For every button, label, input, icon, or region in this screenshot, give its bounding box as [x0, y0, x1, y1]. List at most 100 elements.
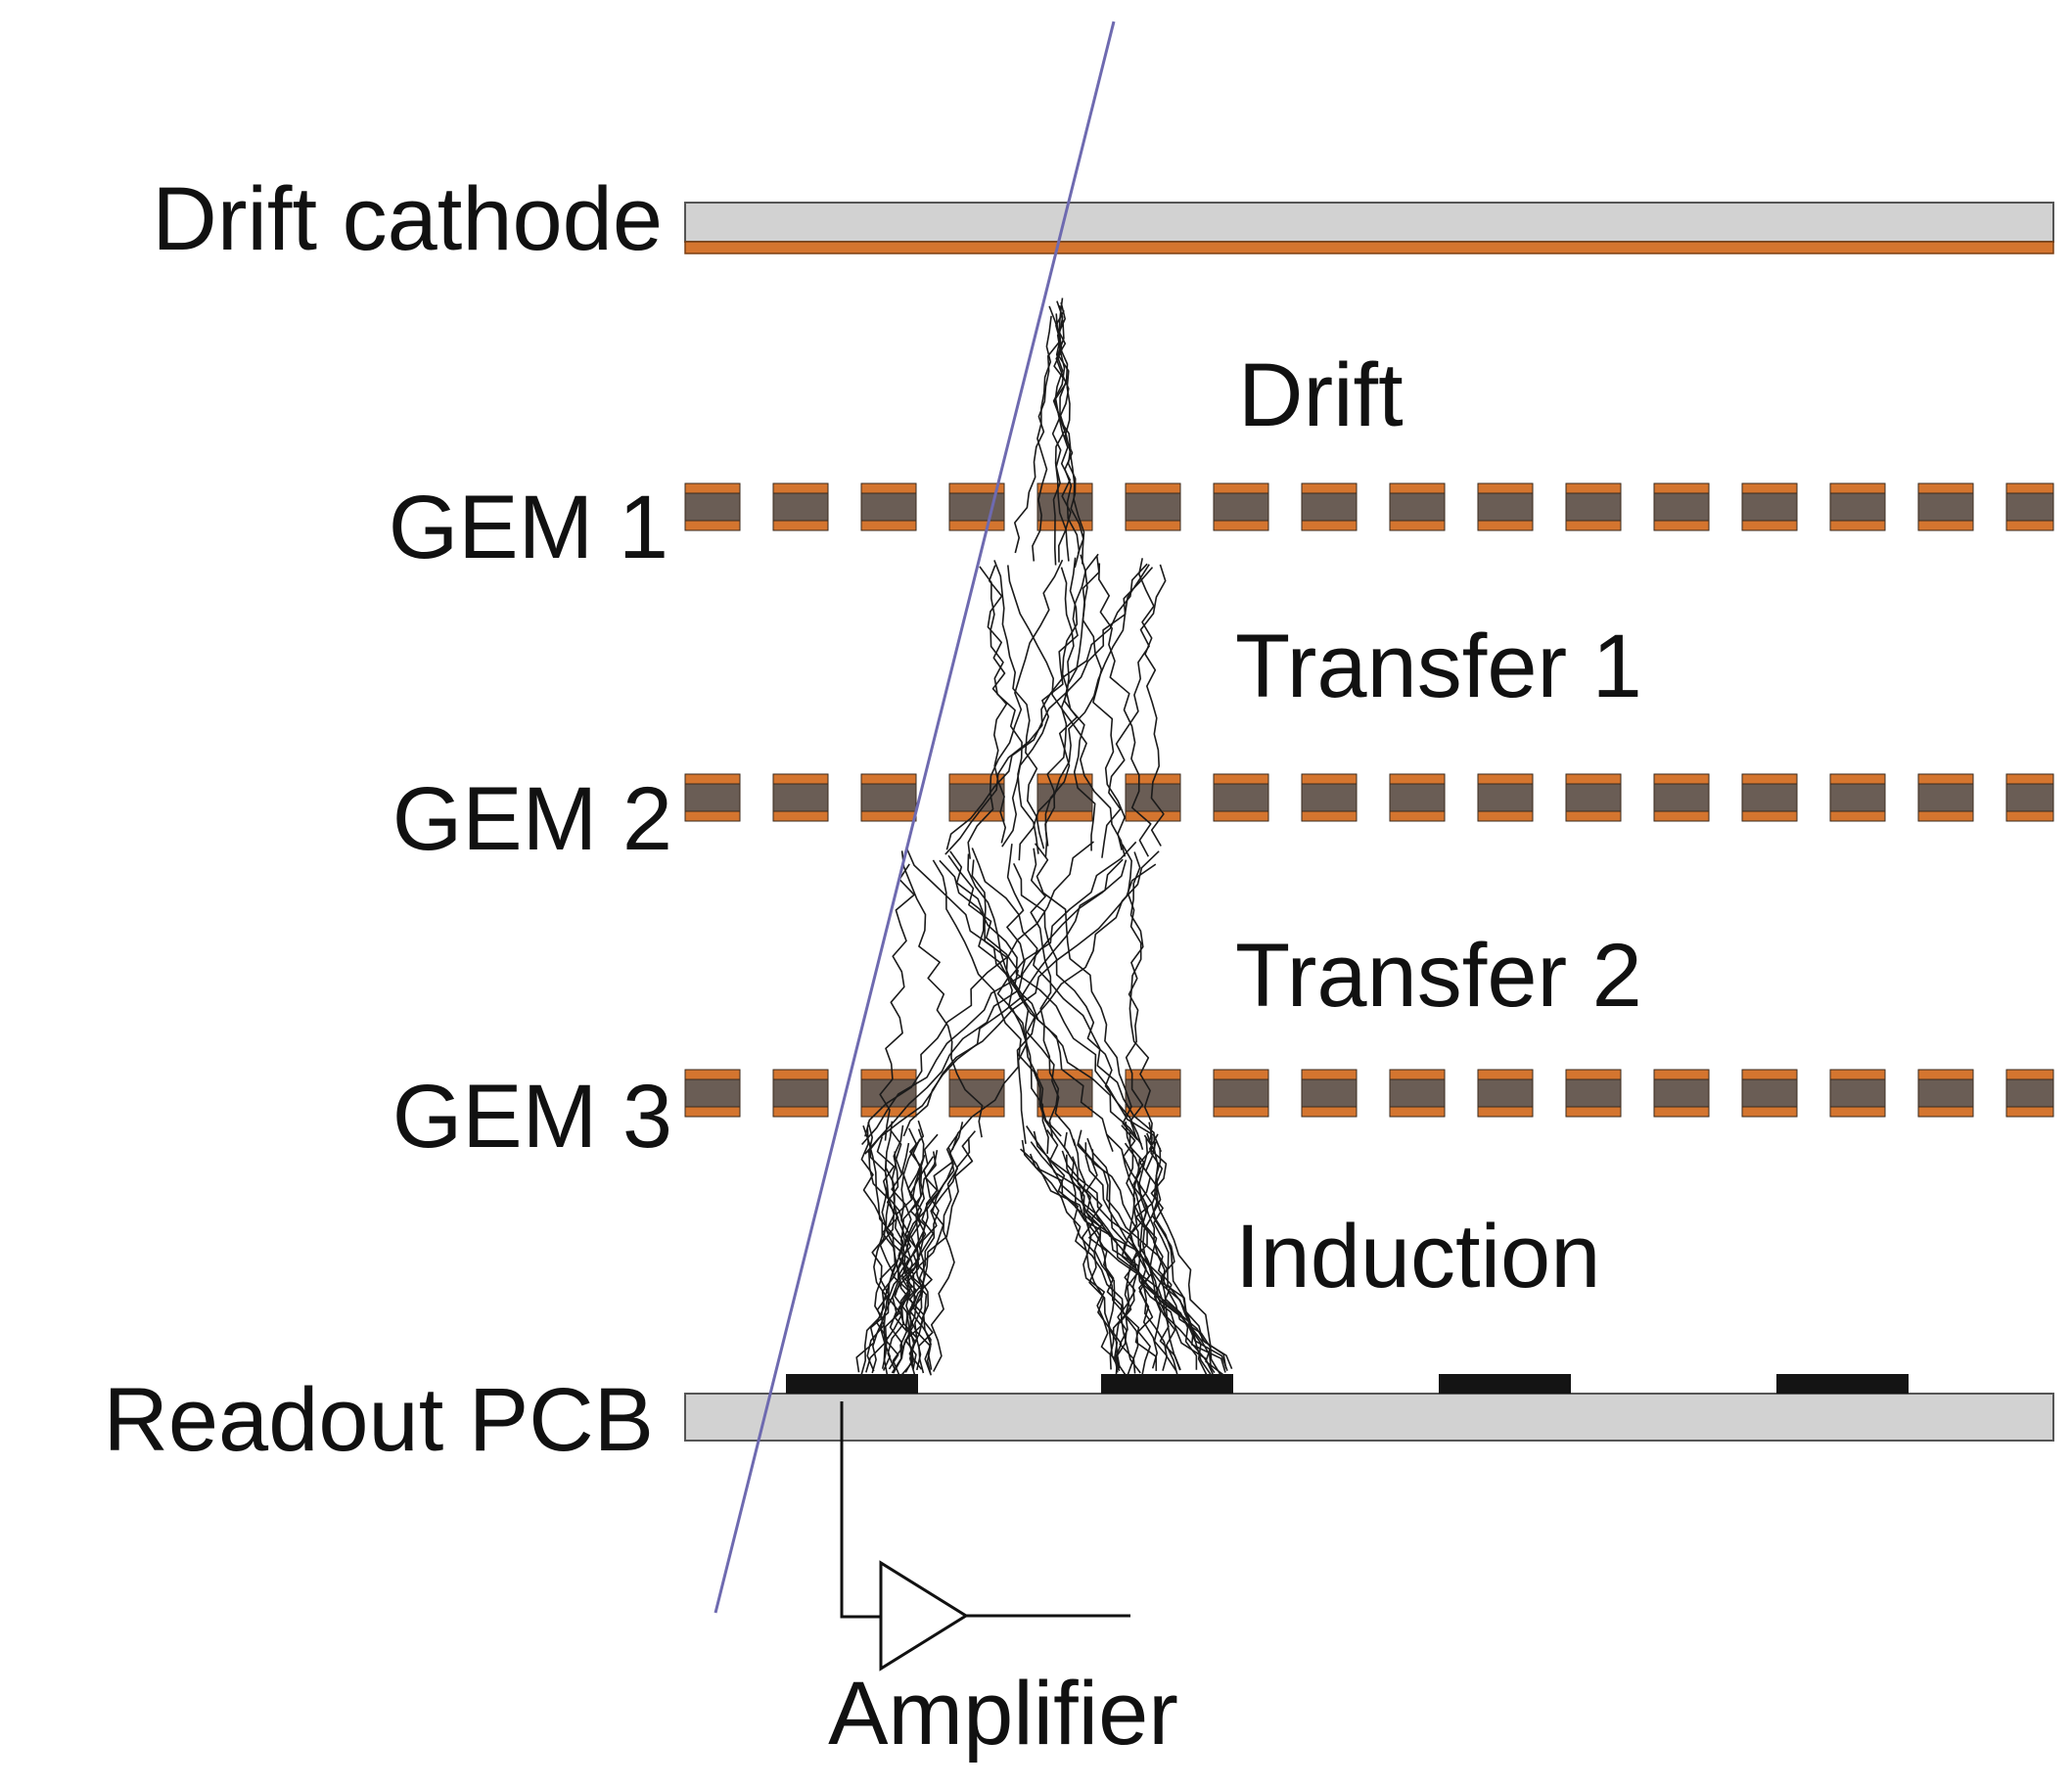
gem-3-segment — [684, 1069, 741, 1118]
gem-2-segment — [1477, 773, 1534, 822]
gem-3-segment — [1125, 1069, 1181, 1118]
gem-1-segment — [1565, 482, 1622, 531]
electron-track — [1014, 309, 1065, 554]
gem-2-segment — [1213, 773, 1269, 822]
label-transfer-2: Transfer 2 — [1235, 926, 1642, 1026]
electron-track — [1148, 1122, 1181, 1371]
gem-1-segment — [1389, 482, 1446, 531]
electron-track — [971, 848, 1156, 1150]
electron-track — [884, 1142, 913, 1370]
gem-2-segment — [860, 773, 917, 822]
electron-track — [900, 850, 984, 1138]
electron-track — [862, 1125, 916, 1375]
gem-1-segment — [1829, 482, 1886, 531]
readout-pcb — [684, 1393, 2054, 1442]
electron-track — [909, 1120, 926, 1371]
electron-track — [1084, 1142, 1177, 1371]
readout-pads — [786, 1374, 1909, 1394]
electron-track — [987, 565, 1008, 844]
electron-track — [1029, 1153, 1233, 1370]
particle-track — [714, 21, 1116, 1614]
electron-track — [1121, 1124, 1208, 1375]
gem-1-segment — [1125, 482, 1181, 531]
gem-1-segment — [1477, 482, 1534, 531]
label-transfer-1: Transfer 1 — [1235, 617, 1642, 716]
electron-track — [889, 1127, 917, 1374]
gem-2-segment — [772, 773, 829, 822]
gem-3-segment — [772, 1069, 829, 1118]
gem-3-segment — [1036, 1069, 1093, 1118]
electron-track — [979, 566, 1039, 854]
electron-track — [882, 1147, 954, 1371]
gem-1-segment — [1741, 482, 1798, 531]
gem-1-segment — [1213, 482, 1269, 531]
electron-track — [1125, 851, 1144, 1137]
gem-1-segment — [860, 482, 917, 531]
gem-foil-3 — [684, 1069, 2054, 1118]
readout-pad — [786, 1374, 918, 1394]
electron-track — [1020, 1148, 1226, 1373]
gem-2-segment — [2005, 773, 2054, 822]
label-drift-cathode: Drift cathode — [152, 169, 663, 269]
electron-track — [1115, 1158, 1141, 1371]
electron-track — [865, 1137, 971, 1373]
electron-track — [947, 854, 1114, 1152]
electron-track — [967, 853, 1077, 1147]
electron-track — [1006, 844, 1030, 1144]
electron-avalanche-tracks — [855, 298, 1233, 1377]
electron-track — [1101, 564, 1167, 858]
electron-track — [1030, 1141, 1216, 1374]
electron-track — [949, 850, 1062, 1137]
electron-track — [1051, 301, 1066, 566]
electron-track — [1137, 1141, 1159, 1376]
gem-2-segment — [1741, 773, 1798, 822]
electron-track — [1044, 557, 1079, 858]
electron-track — [1048, 305, 1085, 565]
gem-1-segment — [1917, 482, 1974, 531]
gem-2-segment — [1829, 773, 1886, 822]
gem-3-segment — [1917, 1069, 1974, 1118]
gem-1-segment — [2005, 482, 2054, 531]
gem-2-segment — [1653, 773, 1710, 822]
electron-track — [944, 563, 1148, 855]
gem-3-segment — [1477, 1069, 1534, 1118]
electron-track — [1033, 1130, 1228, 1371]
electron-track — [930, 1122, 964, 1372]
electron-track — [1077, 1129, 1121, 1372]
gem-1-segment — [1653, 482, 1710, 531]
gem-2-segment — [1565, 773, 1622, 822]
gem-3-segment — [1741, 1069, 1798, 1118]
gem-1-segment — [772, 482, 829, 531]
electron-track — [864, 841, 1094, 1137]
electron-track — [879, 863, 915, 1141]
gem-3-segment — [948, 1069, 1005, 1118]
gem-1-segment — [1301, 482, 1358, 531]
electron-track — [1061, 1150, 1225, 1377]
gem-3-segment — [1213, 1069, 1269, 1118]
amplifier-circuit — [840, 1401, 1130, 1672]
electron-track — [887, 1128, 925, 1369]
amplifier-icon — [879, 1560, 969, 1672]
electron-track — [875, 1121, 896, 1369]
label-amplifier: Amplifier — [828, 1664, 1178, 1764]
label-gem-1: GEM 1 — [389, 478, 668, 577]
electron-track — [1077, 1142, 1227, 1369]
electron-track — [1021, 1139, 1158, 1371]
label-readout-pcb: Readout PCB — [103, 1370, 654, 1470]
electron-track — [993, 560, 1045, 849]
electron-track — [889, 1128, 933, 1370]
readout-pad — [1776, 1374, 1909, 1394]
gem-3-segment — [2005, 1069, 2054, 1118]
electron-track — [1072, 1138, 1136, 1374]
electron-track — [1046, 1129, 1127, 1375]
drift-cathode — [684, 202, 2054, 254]
gem-2-segment — [1917, 773, 1974, 822]
electron-track — [905, 848, 1142, 1145]
electron-track — [1053, 300, 1072, 562]
readout-pad — [1101, 1374, 1233, 1394]
label-gem-2: GEM 2 — [392, 769, 672, 869]
electron-track — [1143, 1134, 1221, 1375]
gem-foil-1 — [684, 482, 2054, 531]
gem-foil-2 — [684, 773, 2054, 822]
